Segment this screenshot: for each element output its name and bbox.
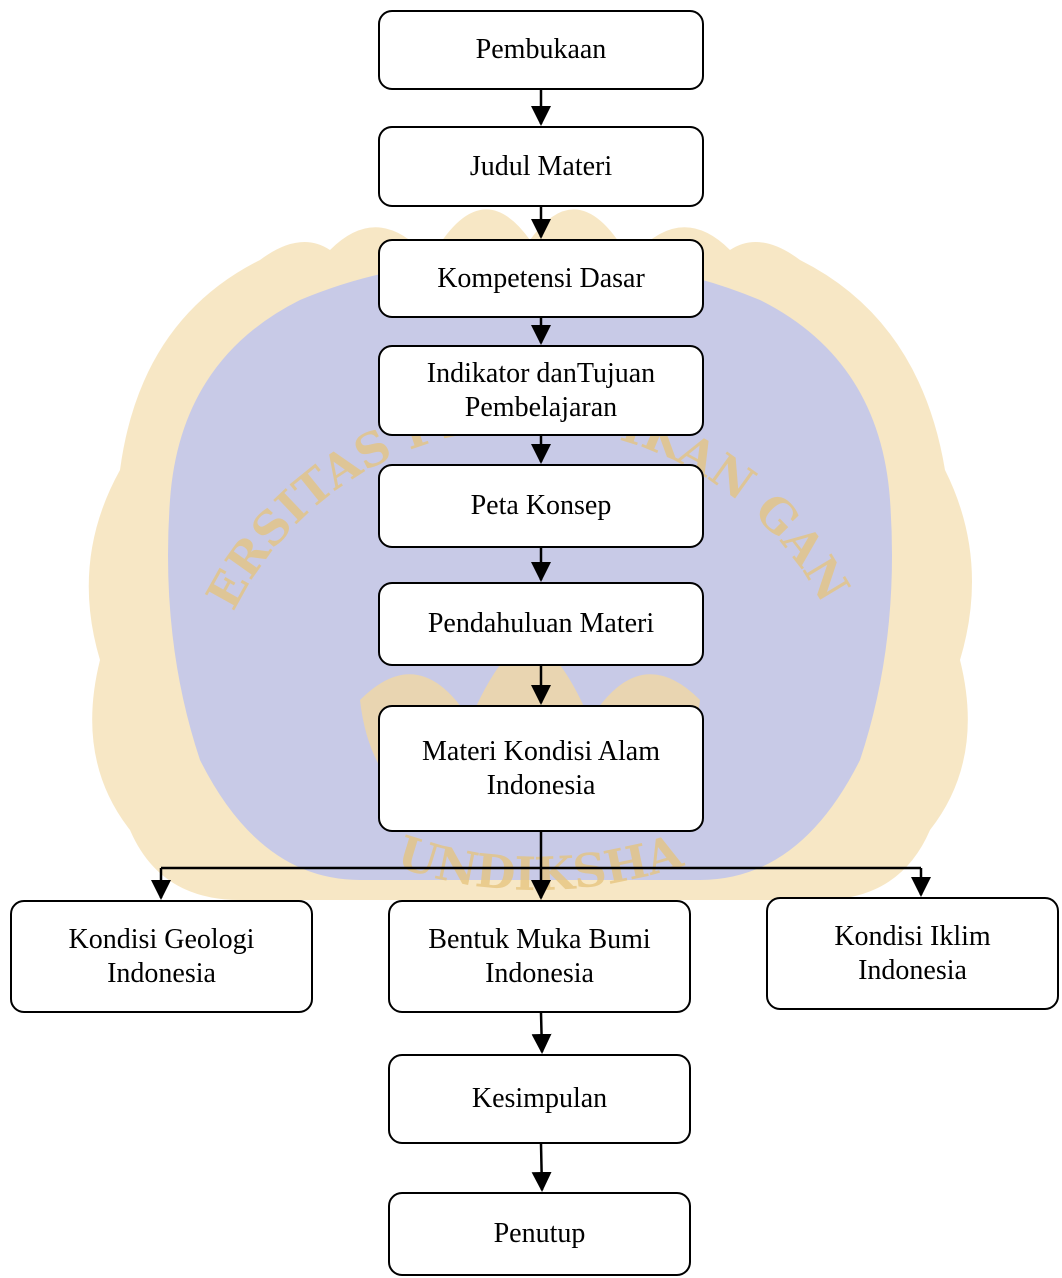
node-kesimpulan: Kesimpulan (388, 1054, 691, 1144)
node-kondisi-geologi: Kondisi Geologi Indonesia (10, 900, 313, 1013)
node-judul-materi: Judul Materi (378, 126, 704, 207)
node-pendahuluan-materi: Pendahuluan Materi (378, 582, 704, 666)
node-pembukaan: Pembukaan (378, 10, 704, 90)
node-penutup: Penutup (388, 1192, 691, 1276)
arrow-bentuk-kesimpulan (531, 1012, 552, 1054)
node-bentuk-muka-bumi: Bentuk Muka Bumi Indonesia (388, 900, 691, 1013)
arrow-kesimpulan-penutup (531, 1143, 552, 1192)
node-kompetensi-dasar: Kompetensi Dasar (378, 239, 704, 318)
node-materi-kondisi-alam: Materi Kondisi Alam Indonesia (378, 705, 704, 832)
node-indikator-tujuan: Indikator danTujuan Pembelajaran (378, 345, 704, 436)
node-peta-konsep: Peta Konsep (378, 464, 704, 548)
node-kondisi-iklim: Kondisi Iklim Indonesia (766, 897, 1059, 1010)
